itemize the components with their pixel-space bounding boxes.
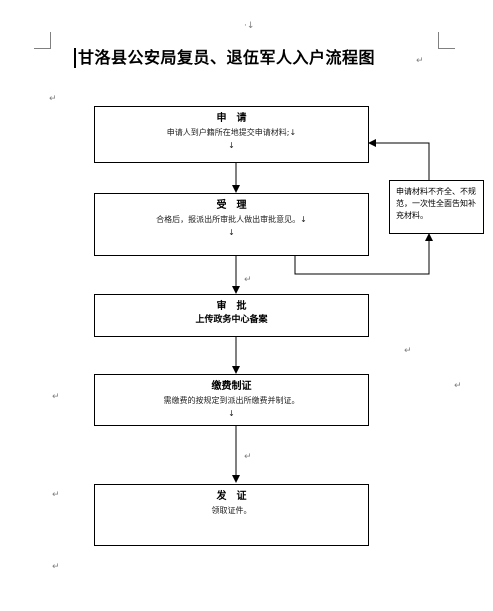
step-accept-body: 合格后，报派出所审批人做出审批意见。↓	[156, 215, 307, 224]
paragraph-mark: ↵	[52, 392, 60, 402]
step-apply-box: 申 请 申请人到户籍所在地提交申请材料;↓ ↓	[94, 106, 369, 163]
step-accept-extra: ↓	[228, 228, 235, 237]
step-accept-title: 受 理	[216, 200, 247, 211]
paragraph-mark: ↵	[416, 56, 424, 66]
step-fee-body: 需缴费的按规定到派出所缴费并制证。	[163, 396, 300, 405]
step-apply-title: 申 请	[216, 113, 247, 124]
paragraph-mark: ↵	[49, 94, 57, 104]
step-issue-body: 领取证件。	[211, 506, 252, 515]
paragraph-mark: ↵	[52, 562, 60, 572]
step-apply-body: 申请人到户籍所在地提交申请材料;↓	[166, 128, 297, 137]
step-apply-extra: ↓	[228, 141, 235, 150]
paragraph-mark: ↵	[52, 490, 60, 500]
side-note-box: 申请材料不齐全、不规范，一次性全面告知补充材料。	[389, 180, 484, 234]
margin-corner-top-right	[438, 32, 455, 49]
paragraph-mark: ↵	[244, 452, 252, 462]
step-issue-title: 发 证	[216, 491, 247, 502]
arrow-note-to-apply	[368, 139, 430, 180]
margin-corner-top-left	[34, 32, 51, 49]
step-issue-box: 发 证 领取证件。	[94, 484, 369, 546]
step-approve-title: 审 批	[216, 301, 247, 312]
side-note-text: 申请材料不齐全、不规范，一次性全面告知补充材料。	[396, 187, 476, 220]
paragraph-mark: ↵	[244, 275, 252, 285]
header-mark: ·↓	[244, 21, 255, 31]
step-approve-body: 上传政务中心备案	[195, 315, 268, 325]
step-accept-box: 受 理 合格后，报派出所审批人做出审批意见。↓ ↓	[94, 193, 369, 256]
paragraph-mark: ↵	[404, 346, 412, 356]
document-title: 甘洛县公安局复员、退伍军人入户流程图	[74, 48, 375, 68]
step-fee-extra: ↓	[228, 409, 235, 418]
paragraph-mark: ↵	[454, 381, 462, 391]
step-approve-box: 审 批 上传政务中心备案	[94, 294, 369, 337]
step-fee-title: 缴费制证	[211, 381, 252, 392]
step-fee-box: 缴费制证 需缴费的按规定到派出所缴费并制证。 ↓	[94, 374, 369, 426]
arrow-accept-to-note	[294, 233, 433, 275]
